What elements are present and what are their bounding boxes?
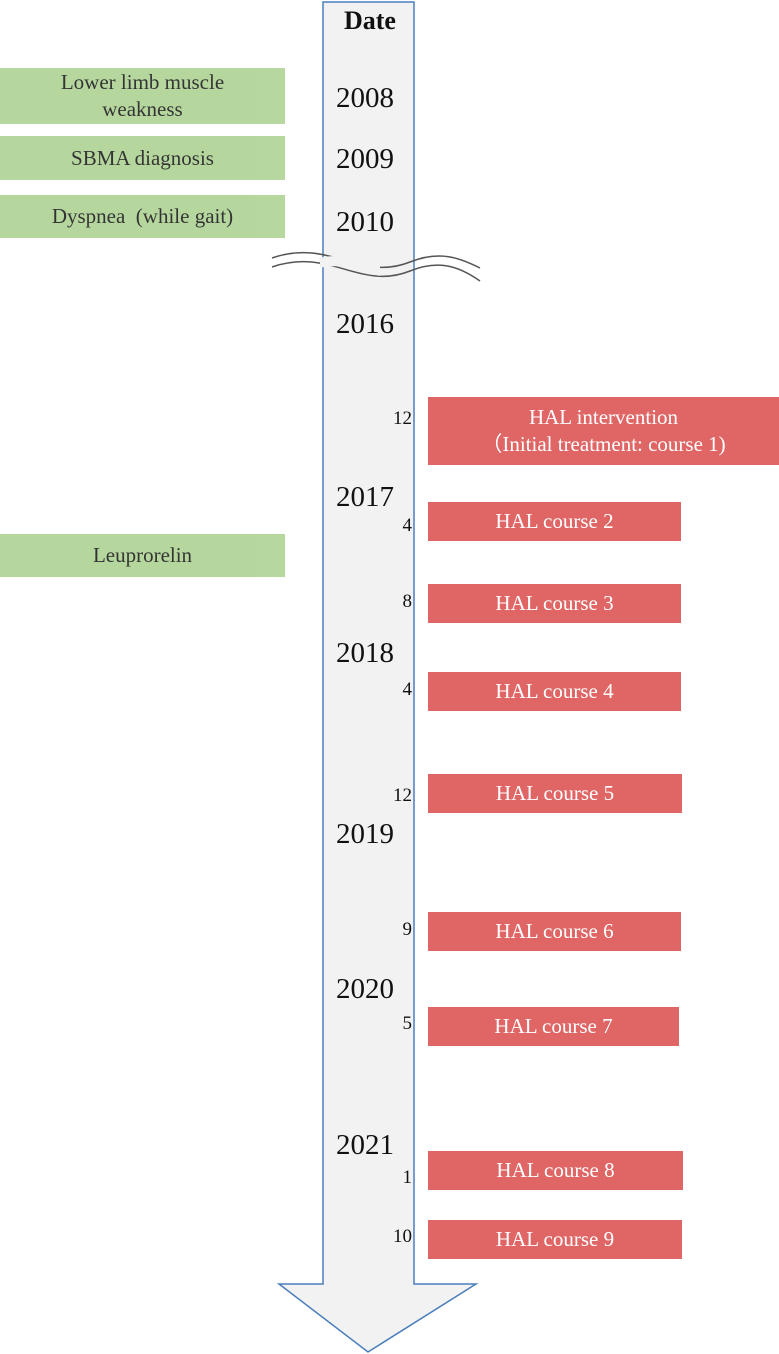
year-label: 2008: [336, 82, 394, 114]
month-label: 10: [393, 1226, 412, 1247]
hal-box-course-4: HAL course 4: [428, 672, 681, 711]
month-label: 12: [393, 408, 412, 429]
hal-box-course-6: HAL course 6: [428, 912, 681, 951]
hal-label: HAL course 8: [496, 1158, 615, 1183]
event-box-dyspnea: Dyspnea (while gait): [0, 195, 285, 238]
event-box-leuprorelin: Leuprorelin: [0, 534, 285, 577]
event-box-lower-limb-weakness: Lower limb muscle weakness: [0, 68, 285, 124]
hal-box-course-5: HAL course 5: [428, 774, 682, 813]
year-label: 2016: [336, 308, 394, 340]
year-label: 2017: [336, 481, 394, 513]
hal-label-line: （Initial treatment: course 1): [481, 432, 726, 456]
year-label: 2021: [336, 1129, 394, 1161]
year-label: 2019: [336, 818, 394, 850]
hal-label: HAL course 3: [495, 591, 614, 616]
year-label: 2010: [336, 206, 394, 238]
event-label: SBMA diagnosis: [71, 145, 214, 170]
month-label: 4: [402, 515, 413, 536]
hal-box-course-7: HAL course 7: [428, 1007, 679, 1046]
hal-label: HAL course 6: [495, 919, 614, 944]
month-label: 9: [402, 919, 413, 940]
timeline-arrow-shape: [276, 1, 479, 1353]
hal-box-course-8: HAL course 8: [428, 1151, 683, 1190]
hal-box-course-9: HAL course 9: [428, 1220, 682, 1259]
event-box-sbma-diagnosis: SBMA diagnosis: [0, 136, 285, 180]
year-label: 2020: [336, 973, 394, 1005]
event-label: Leuprorelin: [92, 543, 193, 568]
hal-label: HAL course 9: [495, 1227, 615, 1252]
hal-label-line: HAL intervention: [528, 405, 679, 430]
event-label-line: weakness: [102, 97, 183, 121]
hal-label: HAL course 4: [495, 679, 614, 704]
year-label: 2018: [336, 637, 394, 669]
axis-title: Date: [344, 6, 396, 35]
month-label: 12: [393, 785, 412, 806]
month-label: 5: [402, 1013, 413, 1034]
month-label: 8: [402, 591, 413, 612]
year-label: 2009: [336, 143, 394, 175]
month-label: 1: [402, 1167, 413, 1188]
hal-box-course-2: HAL course 2: [428, 502, 681, 541]
hal-box-course-3: HAL course 3: [428, 584, 681, 623]
hal-box-course-1: HAL intervention （Initial treatment: cou…: [428, 397, 779, 465]
event-label-line: Lower limb muscle: [60, 70, 225, 95]
hal-label: HAL course 5: [495, 781, 615, 806]
month-label: 4: [402, 679, 413, 700]
hal-label: HAL course 7: [494, 1014, 613, 1039]
hal-label: HAL course 2: [495, 509, 614, 534]
event-label: Dyspnea (while gait): [51, 204, 234, 229]
